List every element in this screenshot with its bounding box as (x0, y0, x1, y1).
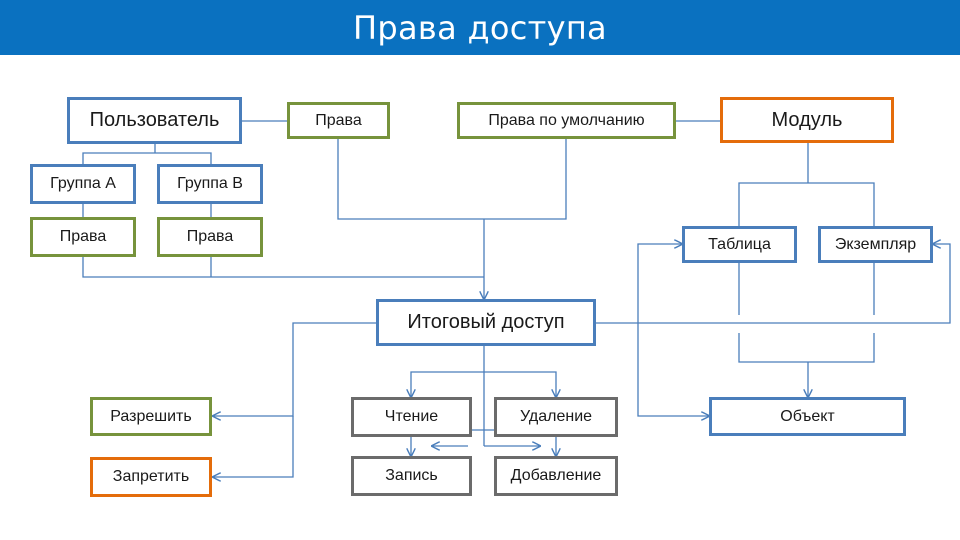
rights-node: Права (287, 102, 390, 139)
module-node: Модуль (720, 97, 894, 143)
user-label: Пользователь (89, 109, 220, 131)
default-rights-node: Права по умолчанию (457, 102, 676, 139)
read-node: Чтение (351, 397, 472, 437)
arrow-to-table (637, 244, 682, 323)
link-children-object (738, 263, 875, 363)
add-node: Добавление (494, 456, 618, 496)
final-access-label: Итоговый доступ (407, 311, 565, 333)
link-module-children (738, 142, 875, 226)
arrow-to-deny (213, 416, 294, 477)
default-rights-label: Права по умолчанию (488, 111, 645, 129)
read-label: Чтение (384, 408, 439, 425)
add-label: Добавление (510, 467, 602, 484)
arrow-to-delete (484, 371, 556, 397)
deny-label: Запретить (112, 468, 190, 485)
group-a-node: Группа А (30, 164, 136, 204)
group-b-node: Группа В (157, 164, 263, 204)
object-node: Объект (709, 397, 906, 436)
write-label: Запись (385, 467, 438, 484)
delete-node: Удаление (494, 397, 618, 437)
group-b-label: Группа В (177, 175, 243, 192)
instance-node: Экземпляр (818, 226, 933, 263)
user-node: Пользователь (67, 97, 242, 144)
arrow-to-read (411, 371, 484, 397)
deny-node: Запретить (90, 457, 212, 497)
group-a-rights-node: Права (30, 217, 136, 257)
link-group-rights-final (82, 257, 484, 278)
table-label: Таблица (708, 235, 771, 253)
arrow-final-to-object (637, 323, 709, 416)
object-label: Объект (780, 407, 835, 425)
rights-label: Права (315, 111, 362, 129)
arrow-to-allow (213, 322, 376, 416)
instance-label: Экземпляр (834, 235, 917, 253)
delete-label: Удаление (519, 408, 593, 425)
module-label: Модуль (771, 108, 843, 131)
table-node: Таблица (682, 226, 797, 263)
link-rights-final (337, 139, 567, 220)
group-a-label: Группа А (50, 175, 116, 192)
allow-label: Разрешить (110, 407, 192, 425)
title-bar: Права доступа (0, 0, 960, 55)
group-b-rights-label: Права (186, 228, 234, 245)
arrow-to-instance (596, 244, 951, 324)
group-b-rights-node: Права (157, 217, 263, 257)
link-user-groups (82, 144, 212, 164)
write-node: Запись (351, 456, 472, 496)
group-a-rights-label: Права (59, 228, 107, 245)
allow-node: Разрешить (90, 397, 212, 436)
final-access-node: Итоговый доступ (376, 299, 596, 346)
page-title: Права доступа (353, 8, 607, 47)
